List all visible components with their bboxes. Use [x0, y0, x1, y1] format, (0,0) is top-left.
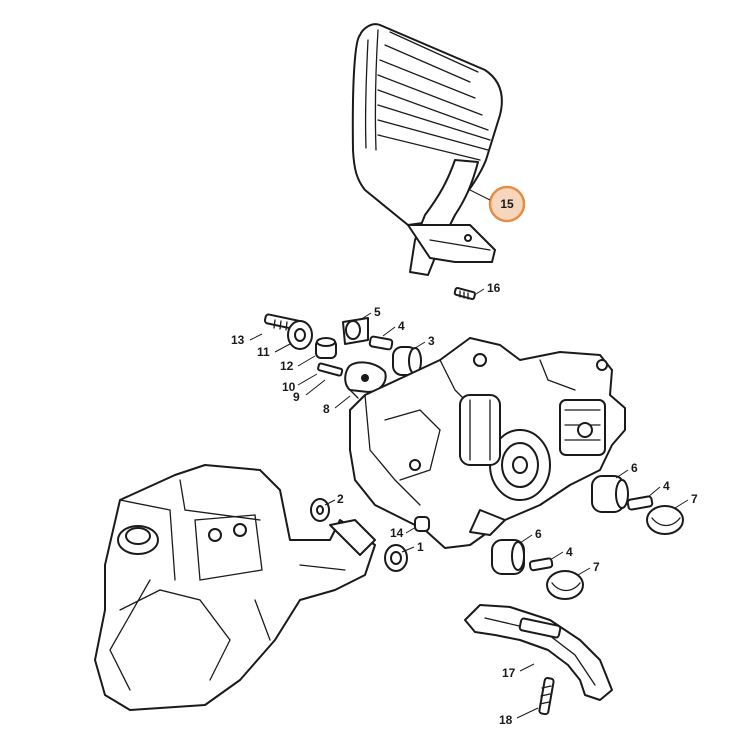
- sleeve-12[interactable]: [315, 337, 337, 359]
- screw-4-lower[interactable]: [528, 557, 554, 572]
- screw-10[interactable]: [317, 362, 344, 377]
- buffer-6-right[interactable]: [591, 475, 629, 513]
- leader-lines: [249, 288, 689, 719]
- callout-1: 1: [417, 540, 424, 554]
- screw-18[interactable]: [538, 677, 555, 716]
- callout-7-right: 7: [691, 492, 698, 506]
- callout-12: 12: [280, 359, 294, 373]
- callout-17: 17: [502, 666, 516, 680]
- front-handle-bar[interactable]: [351, 23, 503, 276]
- crankcase-housing[interactable]: [349, 337, 626, 549]
- callout-4-right: 4: [663, 479, 670, 493]
- cap-7-right[interactable]: [646, 505, 684, 535]
- buffer-3[interactable]: [392, 346, 422, 376]
- callout-14: 14: [390, 526, 404, 540]
- callout-16: 16: [487, 281, 501, 295]
- callout-5: 5: [374, 305, 381, 319]
- cap-7-lower[interactable]: [546, 570, 584, 600]
- bottom-handle-17[interactable]: [464, 604, 613, 701]
- mount-8[interactable]: [344, 361, 387, 399]
- screw-4-right[interactable]: [626, 495, 654, 511]
- callout-labels: 16 13 11 12 10 9 8 5 4 3 6 4 7 2 14 1 6 …: [231, 281, 698, 727]
- bushing-5[interactable]: [342, 317, 369, 345]
- ring-1[interactable]: [384, 544, 408, 572]
- callout-7-lower: 7: [593, 560, 600, 574]
- callout-10: 10: [282, 380, 296, 394]
- callout-9: 9: [293, 390, 300, 404]
- washer-2[interactable]: [310, 498, 330, 522]
- washer-11[interactable]: [287, 320, 313, 350]
- callout-18: 18: [499, 713, 513, 727]
- callout-8: 8: [323, 402, 330, 416]
- tank-housing[interactable]: [94, 464, 376, 711]
- callout-13: 13: [231, 333, 245, 347]
- screw-16[interactable]: [453, 286, 476, 301]
- callout-6-lower: 6: [535, 527, 542, 541]
- callout-6-right: 6: [631, 461, 638, 475]
- callout-3: 3: [428, 334, 435, 348]
- callout-11: 11: [257, 345, 270, 359]
- callout-4-lower: 4: [566, 545, 573, 559]
- screw-4-top[interactable]: [368, 335, 394, 351]
- callout-15: 15: [500, 197, 514, 211]
- plug-14[interactable]: [414, 516, 430, 532]
- callout-2: 2: [337, 492, 344, 506]
- highlight-ring-15[interactable]: 15: [469, 185, 526, 223]
- buffer-6-lower[interactable]: [491, 539, 525, 575]
- callout-4-top: 4: [398, 319, 405, 333]
